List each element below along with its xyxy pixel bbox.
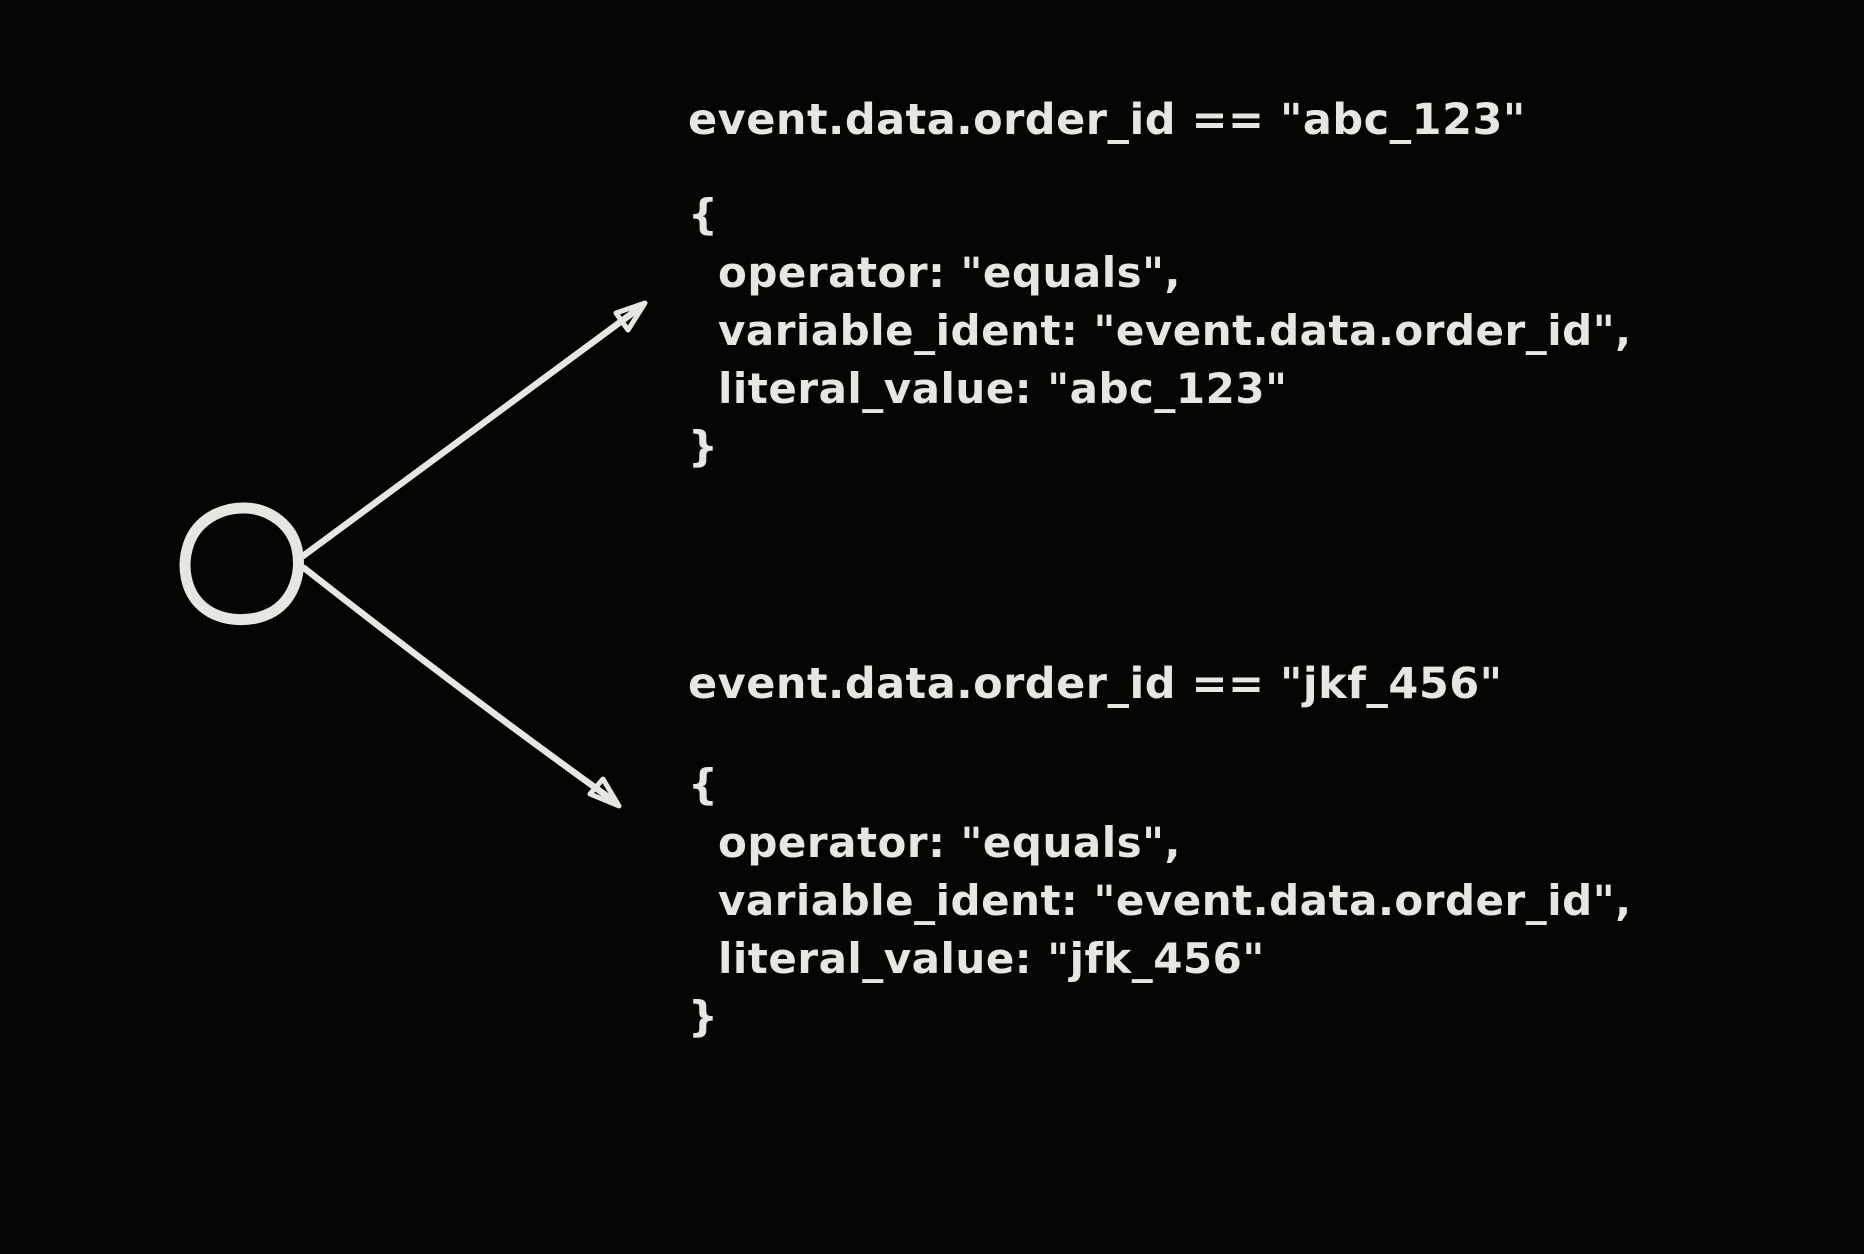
- condition-1-expression: event.data.order_id == "abc_123": [688, 95, 1526, 145]
- condition-2-code: { operator: "equals", variable_ident: "e…: [688, 756, 1632, 1046]
- condition-1-close-brace: }: [688, 422, 719, 471]
- condition-2-variable-ident-line: variable_ident: "event.data.order_id",: [718, 876, 1632, 925]
- event-node-circle: [179, 502, 304, 626]
- arrowhead-to-condition-1: [613, 300, 648, 333]
- condition-2-open-brace: {: [688, 760, 719, 809]
- condition-2-expression: event.data.order_id == "jkf_456": [688, 659, 1503, 709]
- condition-1-variable-ident-line: variable_ident: "event.data.order_id",: [718, 306, 1632, 355]
- condition-1-open-brace: {: [688, 190, 719, 239]
- condition-2-close-brace: }: [688, 992, 719, 1041]
- arrow-to-condition-2: [300, 564, 615, 803]
- condition-1-operator-line: operator: "equals",: [718, 248, 1181, 297]
- condition-block-1: event.data.order_id == "abc_123" { opera…: [688, 94, 1632, 476]
- condition-2-operator-line: operator: "equals",: [718, 818, 1181, 867]
- condition-1-code: { operator: "equals", variable_ident: "e…: [688, 186, 1632, 476]
- arrow-to-condition-1: [299, 305, 642, 560]
- condition-2-literal-value-line: literal_value: "jfk_456": [718, 934, 1265, 983]
- arrowhead-to-condition-2: [587, 776, 622, 809]
- condition-block-2: event.data.order_id == "jkf_456" { opera…: [688, 658, 1632, 1046]
- condition-1-literal-value-line: literal_value: "abc_123": [718, 364, 1288, 413]
